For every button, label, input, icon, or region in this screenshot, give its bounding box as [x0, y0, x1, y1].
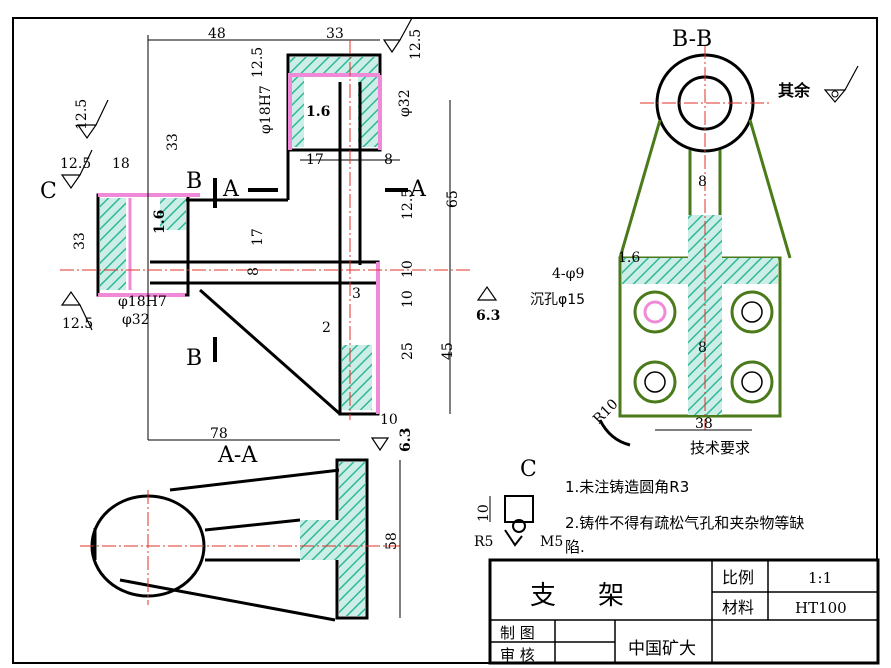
- detail-c-title: C: [520, 457, 537, 482]
- label-b-top: B: [186, 169, 202, 194]
- dim-33-left: 33: [165, 133, 181, 151]
- dim-r5: R5: [474, 534, 493, 550]
- scale-value: 1:1: [808, 569, 832, 587]
- dim-12-5-bottom: 12.5: [62, 316, 93, 332]
- dim-1-6-a: 1.6: [306, 104, 330, 120]
- dim-17-top: 17: [306, 152, 324, 168]
- section-aa-view: A-A 58: [80, 443, 401, 622]
- dim-10-c-detail: 10: [476, 504, 492, 522]
- dim-6-3-a: 6.3: [476, 308, 500, 324]
- label-b-bottom: B: [186, 346, 202, 371]
- dim-78: 78: [210, 426, 228, 442]
- section-aa-title: A-A: [217, 443, 258, 468]
- dim-10-a: 10: [400, 260, 416, 278]
- dim-12-5-right: 12.5: [408, 29, 424, 60]
- label-c: C: [40, 179, 57, 204]
- scale-label: 比例: [722, 568, 754, 587]
- dim-65: 65: [445, 190, 461, 208]
- note-2a: 2.铸件不得有疏松气孔和夹杂物等缺: [565, 514, 804, 532]
- section-bb-view: B-B 其余 4-φ9 沉孔φ15 8 8 38 R10 1.6: [530, 27, 859, 447]
- material-label: 材料: [722, 598, 754, 617]
- dim-38: 38: [695, 416, 713, 432]
- dim-m5: M5: [540, 534, 563, 550]
- dim-phi32-top: φ32: [397, 89, 413, 117]
- holes-label: 4-φ9: [552, 266, 584, 282]
- dim-8-bb-a: 8: [698, 174, 707, 190]
- material-value: HT100: [795, 599, 847, 617]
- dim-10-c: 10: [380, 412, 398, 428]
- dim-2: 2: [322, 320, 331, 336]
- dim-10-b: 10: [400, 290, 416, 308]
- note-2b: 陷.: [565, 538, 585, 556]
- part-name-2: 架: [598, 581, 624, 611]
- rest-roughness-label: 其余: [778, 81, 811, 100]
- dim-1-6-bb: 1.6: [618, 250, 640, 266]
- dim-17-mid: 17: [250, 228, 266, 246]
- dim-phi18h7-top: φ18H7: [258, 85, 274, 134]
- dim-phi32-left: φ32: [122, 312, 150, 328]
- part-name-1: 支: [530, 581, 556, 611]
- section-bb-title: B-B: [672, 27, 712, 52]
- main-view: 48 33 12.5 12.5 φ18H7 φ32 1.6 12.5 12.5 …: [40, 17, 500, 452]
- label-a-right: A: [409, 177, 427, 202]
- dim-25: 25: [400, 342, 416, 360]
- detail-c-view: C 10 R5 M5: [474, 457, 563, 550]
- counterbore-label: 沉孔φ15: [530, 292, 585, 308]
- dim-8-top: 8: [384, 152, 393, 168]
- dim-48: 48: [208, 26, 226, 42]
- checked-label: 审 核: [500, 646, 535, 664]
- dim-r10: R10: [590, 396, 621, 427]
- dim-phi18h7-left: φ18H7: [118, 294, 167, 310]
- drawing-frame: [12, 17, 878, 664]
- dim-8-bb-b: 8: [698, 340, 707, 356]
- dim-12-5-stem: 12.5: [400, 189, 416, 220]
- dim-12-5-left: 12.5: [74, 99, 90, 130]
- dim-1-6-b: 1.6: [152, 210, 168, 234]
- dim-33-top: 33: [326, 26, 344, 42]
- dim-3: 3: [352, 286, 361, 302]
- school-name: 中国矿大: [628, 639, 696, 659]
- dim-33-flange: 33: [72, 232, 88, 250]
- dim-45: 45: [440, 342, 456, 360]
- notes-heading: 技术要求: [690, 439, 750, 457]
- dim-6-3-b: 6.3: [398, 428, 414, 452]
- dim-58: 58: [384, 532, 400, 550]
- dim-8-mid: 8: [246, 267, 262, 276]
- drawn-label: 制 图: [500, 624, 535, 642]
- note-1: 1.未注铸造圆角R3: [565, 478, 689, 496]
- dim-18: 18: [112, 156, 130, 172]
- technical-notes: 技术要求 1.未注铸造圆角R3 2.铸件不得有疏松气孔和夹杂物等缺 陷.: [565, 439, 804, 556]
- dim-12-5-top: 12.5: [250, 47, 266, 78]
- dim-12-5-flange: 12.5: [60, 156, 91, 172]
- title-block: 支 架 比例 1:1 材料 HT100 制 图 审 核 中国矿大: [488, 558, 880, 665]
- label-a-left: A: [222, 177, 240, 202]
